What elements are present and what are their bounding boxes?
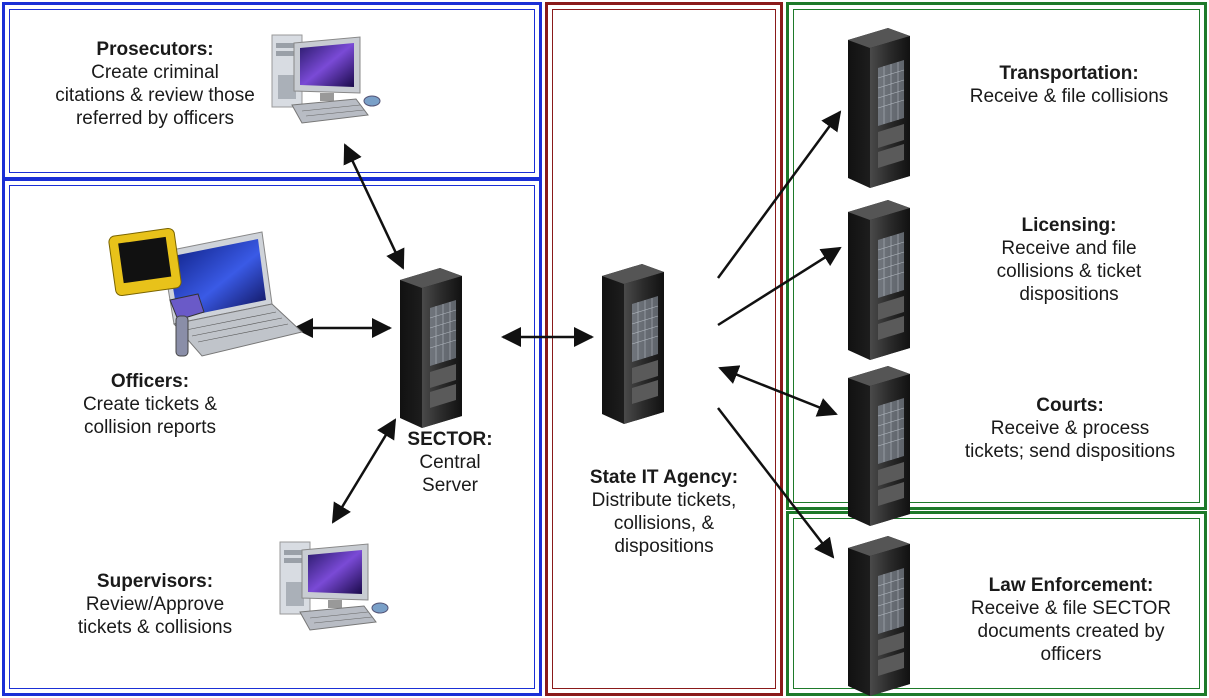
supervisors-label: Supervisors: Review/Approve tickets & co… — [50, 570, 260, 639]
arrow-supervisors-sector — [331, 418, 397, 524]
law-enforcement-title: Law Enforcement: — [988, 575, 1154, 596]
law-enforcement-label: Law Enforcement: Receive & file SECTOR d… — [940, 574, 1202, 666]
supervisors-desc-1: Review/Approve — [85, 594, 225, 615]
state-it-server-icon — [601, 263, 665, 425]
prosecutors-desktop-icon — [271, 34, 381, 124]
sector-title: SECTOR: — [407, 429, 493, 450]
officers-desc-1: Create tickets & — [82, 394, 218, 415]
law-enforcement-desc-1: Receive & file SECTOR — [970, 598, 1172, 619]
prosecutors-label: Prosecutors: Create criminal citations &… — [40, 38, 270, 130]
officers-laptop-icon — [107, 227, 303, 357]
officers-title: Officers: — [110, 371, 190, 392]
sector-desc-1: Central — [419, 452, 481, 473]
courts-desc-2: tickets; send dispositions — [964, 441, 1176, 462]
transportation-label: Transportation: Receive & file collision… — [940, 62, 1198, 108]
supervisors-title: Supervisors: — [96, 571, 214, 592]
prosecutors-title: Prosecutors: — [96, 39, 214, 60]
state-it-desc-3: dispositions — [614, 536, 714, 557]
arrow-prosecutors-sector — [343, 143, 405, 270]
officers-label: Officers: Create tickets & collision rep… — [50, 370, 250, 439]
state-it-panel — [545, 2, 783, 696]
prosecutors-desc-2: citations & review those — [55, 85, 255, 106]
law-enforcement-server-icon — [847, 535, 911, 697]
state-it-title: State IT Agency: — [589, 467, 739, 488]
transportation-server-icon — [847, 27, 911, 189]
courts-desc-1: Receive & process — [990, 418, 1150, 439]
arrow-state-courts — [718, 365, 838, 417]
supervisors-desc-2: tickets & collisions — [77, 617, 233, 638]
licensing-title: Licensing: — [1021, 215, 1117, 236]
officers-desc-2: collision reports — [84, 417, 216, 438]
transportation-title: Transportation: — [999, 63, 1139, 84]
prosecutors-desc-1: Create criminal — [91, 62, 219, 83]
licensing-desc-2: collisions & ticket — [996, 261, 1142, 282]
licensing-desc-3: dispositions — [1019, 284, 1119, 305]
officers-panel — [2, 178, 542, 696]
licensing-label: Licensing: Receive and file collisions &… — [950, 214, 1188, 306]
recipients-panel — [786, 2, 1207, 510]
sector-server-icon — [399, 267, 463, 429]
arrow-state-law-enforcement — [717, 407, 835, 559]
sector-desc-2: Server — [422, 475, 478, 496]
state-it-desc-2: collisions, & — [613, 513, 715, 534]
licensing-desc-1: Receive and file — [1001, 238, 1137, 259]
courts-server-icon — [847, 365, 911, 527]
supervisors-desktop-icon — [279, 541, 389, 631]
law-enforcement-desc-2: documents created by — [977, 621, 1165, 642]
arrow-state-transportation — [716, 110, 842, 279]
courts-label: Courts: Receive & process tickets; send … — [936, 394, 1204, 463]
sector-label: SECTOR: Central Server — [395, 428, 505, 497]
arrow-state-licensing — [717, 246, 842, 327]
prosecutors-desc-3: referred by officers — [75, 108, 235, 129]
licensing-server-icon — [847, 199, 911, 361]
state-it-desc-1: Distribute tickets, — [591, 490, 737, 511]
law-enforcement-panel — [786, 511, 1207, 696]
law-enforcement-desc-3: officers — [1040, 644, 1102, 665]
state-it-label: State IT Agency: Distribute tickets, col… — [557, 466, 771, 558]
transportation-desc-1: Receive & file collisions — [969, 86, 1169, 107]
courts-title: Courts: — [1036, 395, 1104, 416]
